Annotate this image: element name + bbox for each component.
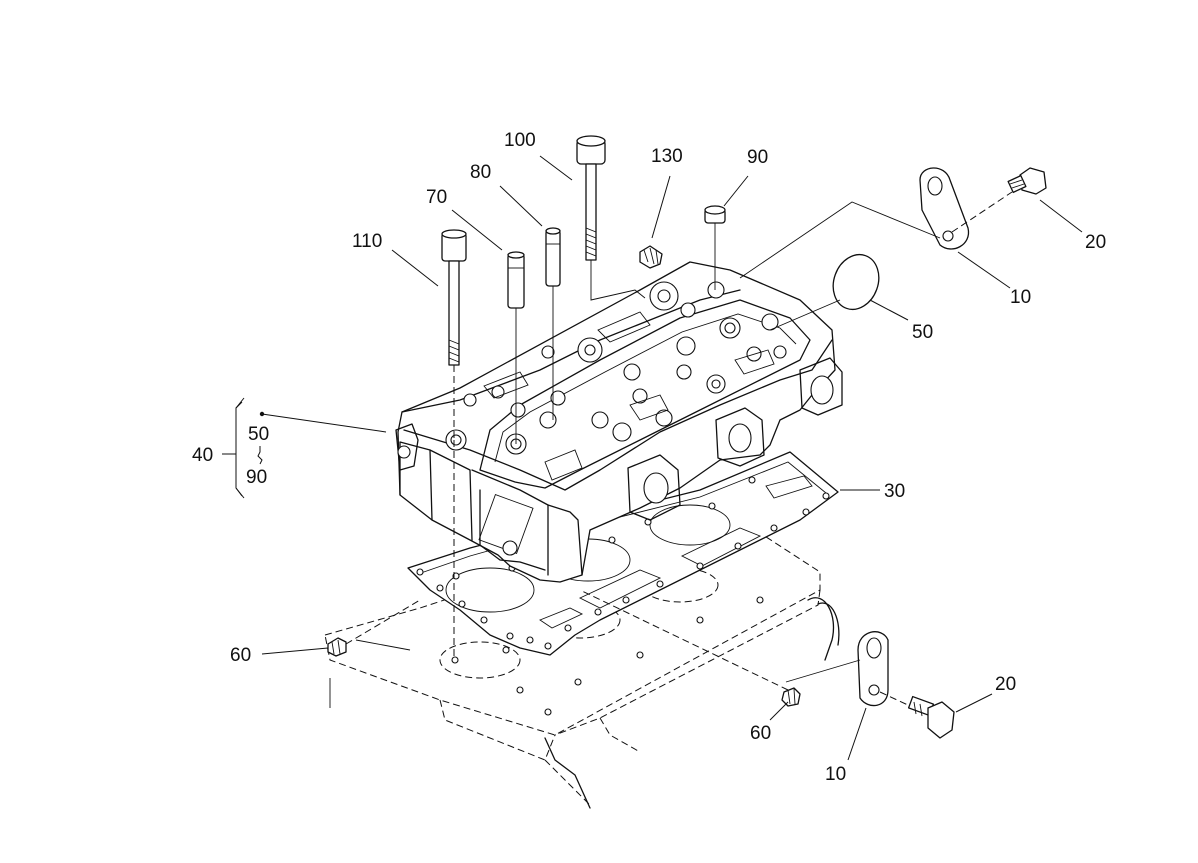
callout-40: 40: [192, 445, 213, 466]
callout-110: 110: [352, 231, 382, 252]
plug-130: [639, 245, 663, 269]
callout-100: 100: [504, 130, 536, 151]
leader-lines: [222, 155, 1083, 761]
callout-80: 80: [470, 162, 491, 183]
callout-20-top: 20: [1085, 232, 1106, 253]
callout-60-right: 60: [750, 723, 771, 744]
callout-60-left: 60: [230, 645, 251, 666]
bolt-20-top: [1007, 167, 1047, 195]
engine-hanger-bottom: [785, 631, 889, 707]
head-gasket: [407, 451, 839, 656]
callout-10-bottom: 10: [825, 764, 846, 785]
callout-40-sub-50: 50: [248, 424, 269, 445]
callout-40-sub-90: 90: [246, 467, 267, 488]
bolt-20-bottom: [879, 691, 955, 739]
dowel-pin-60-left: [327, 599, 421, 657]
head-bolt-100: [576, 135, 646, 301]
engine-hanger-top: [739, 167, 1013, 279]
dowel-pin-60-right: [579, 589, 801, 707]
head-bolt-110: [441, 229, 467, 660]
callout-20-bottom: 20: [995, 674, 1016, 695]
callout-labels: 100 130 90 80 70 110 20 10 50 40 50 90 3…: [192, 130, 1106, 785]
engine-block-outline: [324, 519, 840, 809]
callout-50: 50: [912, 322, 933, 343]
callout-130: 130: [651, 146, 683, 167]
cap-90: [704, 205, 726, 290]
callout-30: 30: [884, 481, 905, 502]
callout-10-top: 10: [1010, 287, 1031, 308]
valve-guide-80: [545, 227, 561, 420]
callout-90-top: 90: [747, 147, 768, 168]
expansion-plug-50: [769, 253, 880, 331]
valve-guide-70: [507, 251, 525, 444]
callout-70: 70: [426, 187, 447, 208]
